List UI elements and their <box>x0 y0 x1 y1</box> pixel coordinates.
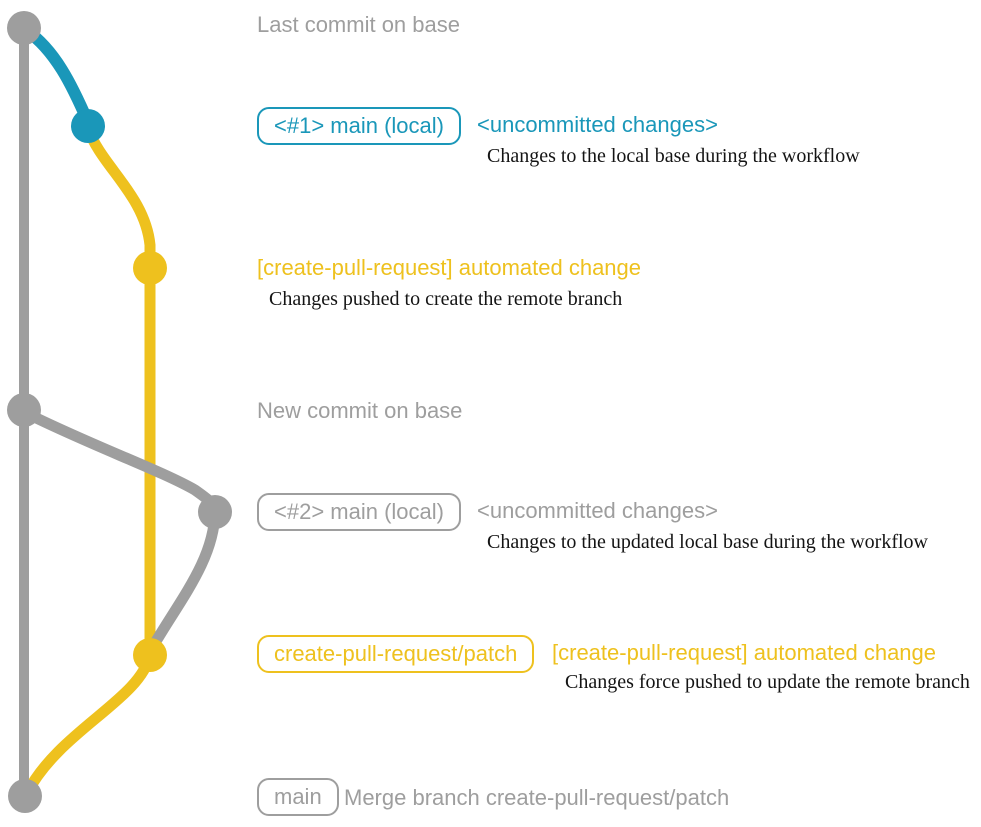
branch-badge-main-local-2: <#2> main (local) <box>257 493 461 531</box>
commit-note-uncommitted-2: Changes to the updated local base during… <box>487 531 928 553</box>
commit-node-automated-2 <box>133 638 167 672</box>
branch-badge-create-pull-request-patch: create-pull-request/patch <box>257 635 535 673</box>
branch-edge-local-changes-1 <box>20 24 94 128</box>
commit-note-automated-2: Changes force pushed to update the remot… <box>565 671 970 693</box>
commit-node-last-base <box>7 11 41 45</box>
commit-title-automated-2: [create-pull-request] automated change <box>552 640 937 665</box>
commit-node-automated-1 <box>133 251 167 285</box>
branch-edge-local-changes-2 <box>18 406 221 654</box>
commit-title-automated-1: [create-pull-request] automated change <box>257 255 642 280</box>
commit-node-uncommitted-2 <box>198 495 232 529</box>
branch-badge-main-local-1: <#1> main (local) <box>257 107 461 145</box>
branch-badge-main: main <box>257 778 339 816</box>
commit-node-uncommitted-1 <box>71 109 105 143</box>
commit-note-uncommitted-1: Changes to the local base during the wor… <box>487 145 860 167</box>
commit-note-automated-1: Changes pushed to create the remote bran… <box>269 288 623 310</box>
label-new-commit-on-base: New commit on base <box>257 398 463 423</box>
label-last-commit-on-base: Last commit on base <box>257 12 460 37</box>
commit-node-merge <box>8 779 42 813</box>
commit-title-uncommitted-1: <uncommitted changes> <box>477 112 718 137</box>
commit-node-new-base <box>7 393 41 427</box>
label-merge-commit: Merge branch create-pull-request/patch <box>344 785 730 810</box>
commit-title-uncommitted-2: <uncommitted changes> <box>477 498 718 523</box>
